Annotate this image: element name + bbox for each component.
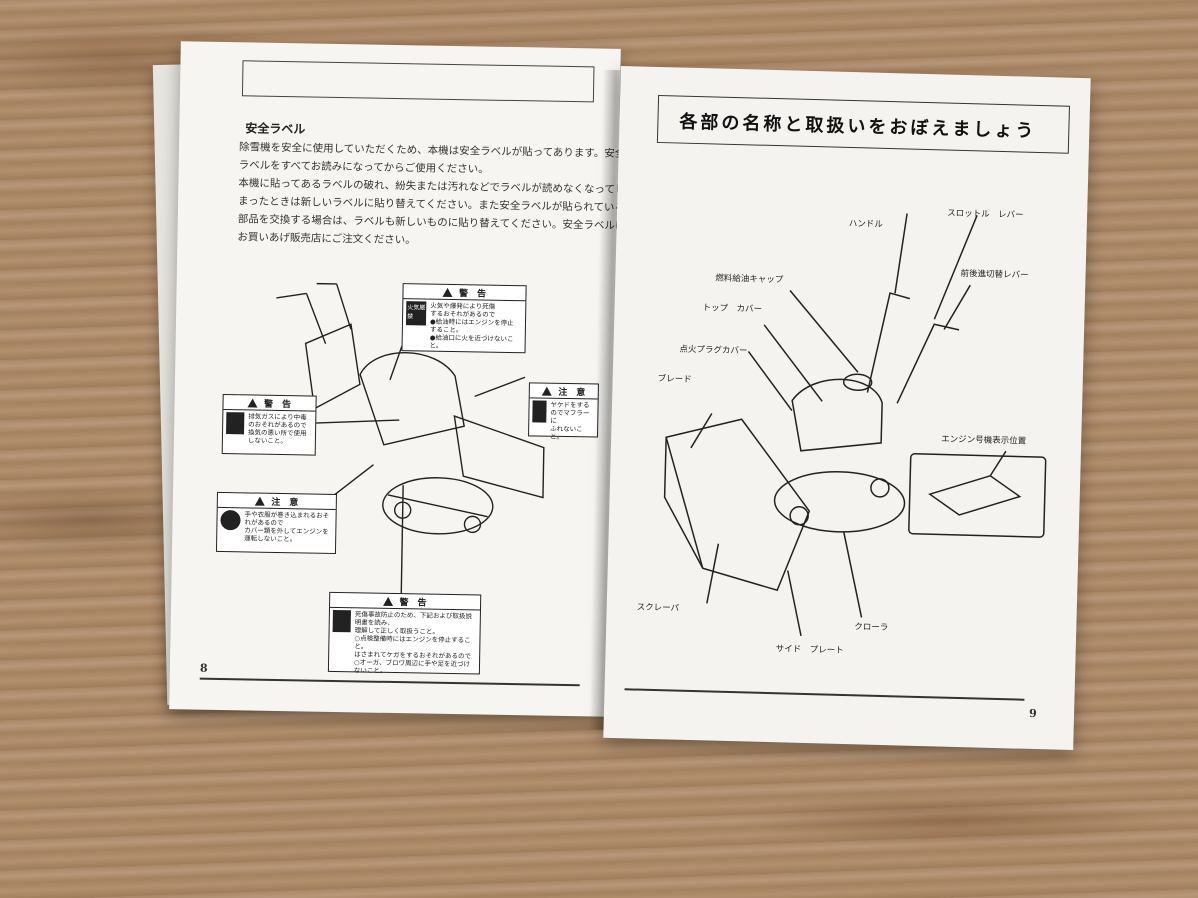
label-crawler: クローラ xyxy=(854,622,889,634)
snowblower-parts-diagram xyxy=(663,213,1047,637)
label-line: 運転しないこと。 xyxy=(244,534,297,544)
entanglement-icon xyxy=(220,509,241,531)
label-top-cover: トップ カバー xyxy=(702,303,763,315)
label-line: ふれないこと。 xyxy=(549,424,583,441)
label-scraper: スクレーパ xyxy=(636,602,680,614)
label-line: ●給油口に火を近づけないこと。 xyxy=(429,333,514,350)
label-line: 手や衣服が巻き込まれるおそれがあるので xyxy=(244,510,330,528)
page-number: 9 xyxy=(1028,706,1037,721)
label-line: のでマフラーに xyxy=(550,408,590,425)
label-throttle-lever: スロットル レバー xyxy=(946,208,1024,221)
label-plug-cover: 点火プラグカバー xyxy=(679,344,748,357)
label-blade: ブレード xyxy=(657,374,692,385)
warning-triangle-icon xyxy=(442,287,454,297)
label-shift-lever: 前後進切替レバー xyxy=(960,268,1029,281)
label-line: しないこと。 xyxy=(247,436,287,446)
manual-page-left: 安全ラベル 除雪機を安全に使用していただくため、本機は安全ラベルが貼ってあります… xyxy=(169,41,625,717)
pict-text: 火気厳禁 xyxy=(407,304,426,321)
exhaust-gas-icon xyxy=(226,412,245,435)
safety-label-caution-cover: 注 意 手や衣服が巻き込まれるおそれがあるので カバー類を外してエンジンを 運転… xyxy=(215,491,337,554)
caution-triangle-icon xyxy=(542,386,553,396)
label-head: 警 告 xyxy=(399,597,427,609)
label-engine-number: エンジン号機表示位置 xyxy=(941,434,1027,447)
page-number: 8 xyxy=(199,661,208,675)
snowblower-illustration-left xyxy=(276,282,545,596)
safety-label-caution-muffler: 注 意 ヤケドをする のでマフラーに ふれないこと。 xyxy=(528,382,599,441)
label-head: 注 意 xyxy=(271,497,299,508)
safety-label-warning-auger: 警 告 死傷事故防止のため、下記および取扱説明書を読み、 理解して正しく取扱うこ… xyxy=(327,591,482,675)
fire-prohibited-icon: 火気厳禁 xyxy=(405,301,427,326)
label-head: 注 意 xyxy=(558,387,586,398)
label-handle: ハンドル xyxy=(848,218,883,230)
label-side-plate: サイド プレート xyxy=(775,644,844,656)
read-manual-icon xyxy=(332,609,351,633)
label-head: 警 告 xyxy=(263,399,292,410)
label-fuel-cap: 燃料給油キャップ xyxy=(715,273,784,286)
safety-label-warning-fuel: 警 告 火気厳禁 火気や爆発により死傷 するおそれがあるので ●給油時にはエンジ… xyxy=(401,283,527,354)
warning-triangle-icon xyxy=(383,596,394,606)
label-line: ○オーガ、ブロワ周辺に手や足を近づけないこと。 xyxy=(353,658,471,675)
safety-label-warning-exhaust: 警 告 排気ガスにより中毒 のおそれがあるので 換気の悪い所で使用 しないこと。 xyxy=(221,393,317,456)
warning-triangle-icon xyxy=(247,397,259,408)
caution-triangle-icon xyxy=(255,496,266,506)
hot-surface-icon xyxy=(532,400,547,423)
manual-page-right: 各部の名称と取扱いをおぼえましょう xyxy=(603,65,1091,751)
label-head: 警 告 xyxy=(458,288,487,300)
